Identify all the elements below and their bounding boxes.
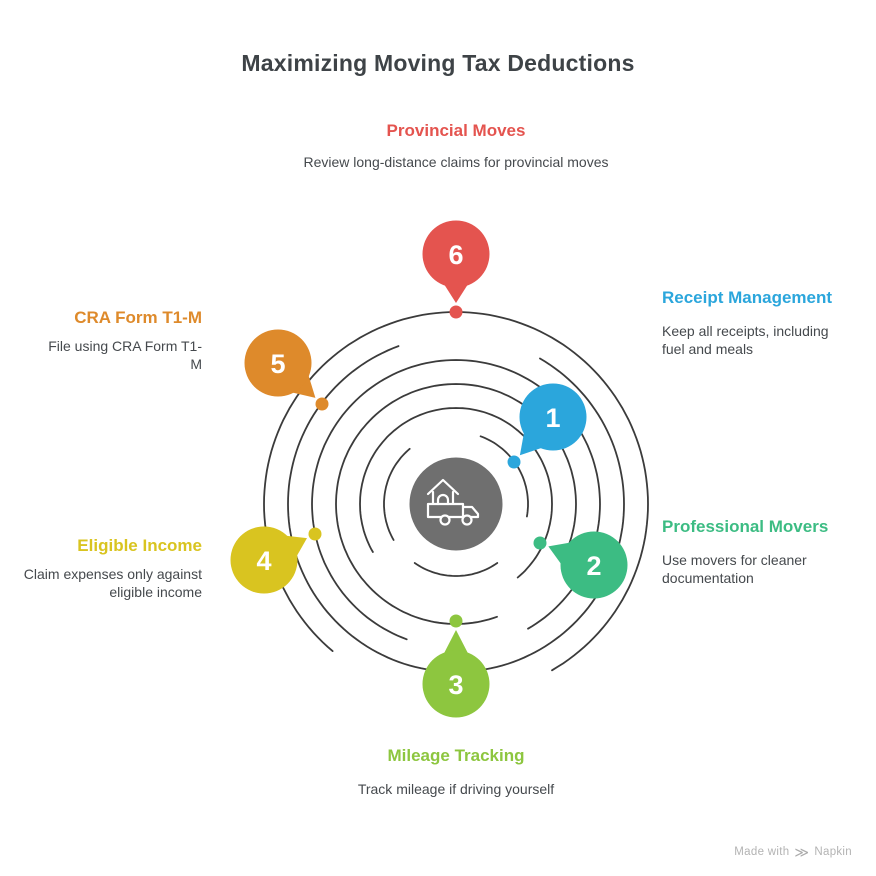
moving-truck-house-icon	[426, 478, 460, 496]
made-with-text: Made with	[734, 846, 790, 858]
item-description-4: Claim expenses only against eligible inc…	[23, 566, 202, 600]
marker-dot-3	[449, 614, 463, 628]
marker-dot-5	[315, 397, 329, 411]
bubble-number-4: 4	[256, 546, 271, 576]
item-title-3: Mileage Tracking	[387, 746, 525, 765]
item-title-4: Eligible Income	[77, 536, 202, 555]
item-title-6: Provincial Moves	[386, 121, 526, 140]
item-label-cra-form: CRA Form T1-M File using CRA Form T1-M	[39, 306, 202, 373]
spiral-arc	[479, 435, 529, 518]
spiral-arc	[311, 359, 601, 641]
spiral-arc	[263, 311, 649, 672]
item-label-mileage-tracking: Mileage Tracking Track mileage if drivin…	[256, 744, 656, 798]
bubble-4	[230, 526, 298, 594]
spiral-arc	[359, 407, 553, 579]
bubble-number-3: 3	[448, 670, 463, 700]
brand-name: Napkin	[814, 846, 852, 858]
item-title-2: Professional Movers	[662, 517, 829, 536]
bubble-5	[244, 329, 312, 397]
moving-truck-house-icon	[461, 505, 480, 519]
bubble-tail-6	[442, 281, 470, 303]
bubble-number-1: 1	[545, 403, 560, 433]
item-description-6: Review long-distance claims for provinci…	[303, 154, 609, 170]
item-title-5: CRA Form T1-M	[74, 308, 202, 327]
item-title-1: Receipt Management	[662, 288, 833, 307]
item-label-eligible-income: Eligible Income Claim expenses only agai…	[12, 534, 202, 601]
page-title: Maximizing Moving Tax Deductions	[241, 50, 635, 76]
bubble-6	[422, 220, 490, 288]
bubble-number-6: 6	[448, 240, 463, 270]
bubble-1	[519, 383, 587, 451]
marker-dot-6	[449, 305, 463, 319]
bubble-number-5: 5	[270, 349, 285, 379]
item-label-receipt-management: Receipt Management Keep all receipts, in…	[662, 286, 840, 358]
bubble-number-2: 2	[586, 551, 601, 581]
bubble-2	[560, 531, 628, 599]
item-description-2: Use movers for cleaner documentation	[662, 552, 807, 586]
marker-dot-2	[533, 536, 547, 550]
item-description-5: File using CRA Form T1-M	[48, 338, 202, 372]
marker-dot-4	[308, 527, 322, 541]
moving-truck-house-icon	[436, 493, 450, 506]
marker-dot-1	[507, 455, 521, 469]
item-description-1: Keep all receipts, including fuel and me…	[662, 323, 829, 357]
bubble-tail-3	[442, 630, 470, 657]
spiral-arc	[413, 562, 499, 577]
bubble-3	[422, 650, 490, 718]
item-label-provincial-moves: Provincial Moves Review long-distance cl…	[256, 119, 656, 171]
truck-wheel-icon	[439, 514, 451, 526]
spiral-arc	[383, 447, 411, 541]
footer-credit: Made with ≫ Napkin	[734, 843, 852, 860]
napkin-logo-icon: ≫	[794, 843, 810, 860]
item-description-3: Track mileage if driving yourself	[357, 781, 555, 797]
truck-wheel-icon	[461, 514, 473, 526]
item-label-professional-movers: Professional Movers Use movers for clean…	[662, 515, 840, 587]
